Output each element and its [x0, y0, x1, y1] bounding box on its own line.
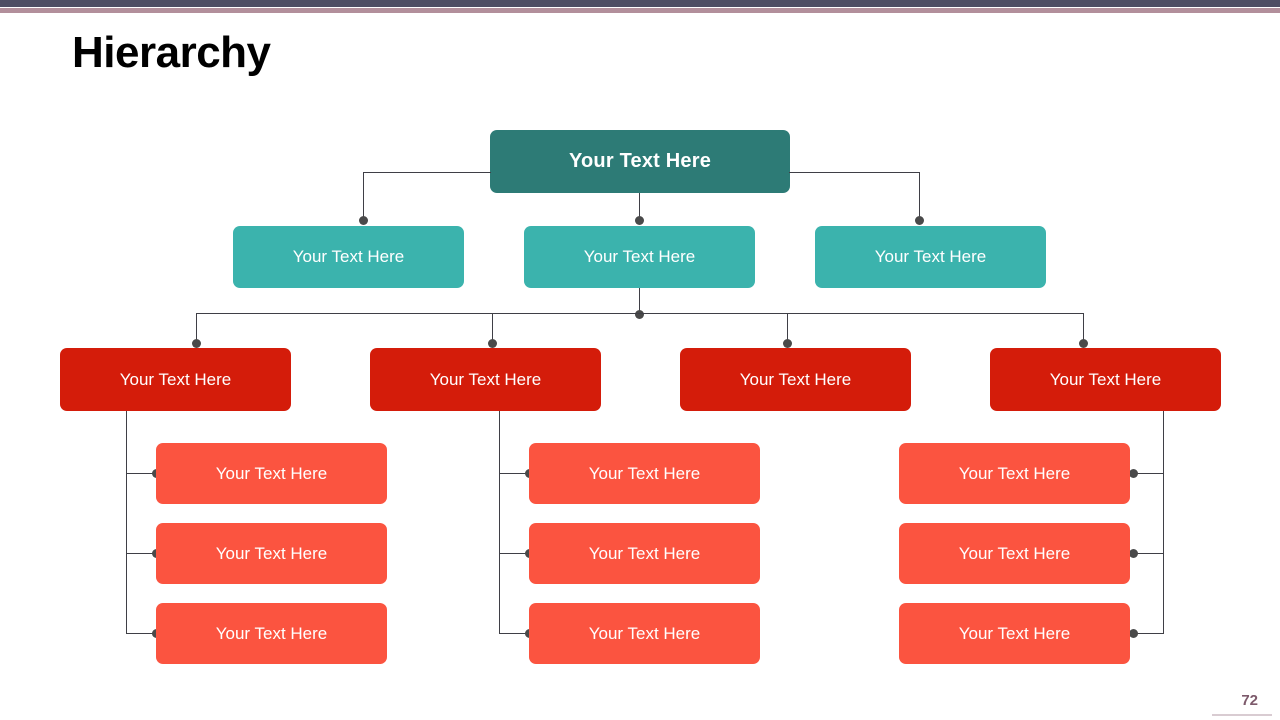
connector-level2-drop: [639, 288, 640, 315]
connector-dot-level3-1: [192, 339, 201, 348]
page-title: Hierarchy: [72, 28, 271, 77]
connector-column1-stub-2: [126, 553, 156, 554]
node-root[interactable]: Your Text Here: [490, 130, 790, 193]
node-level2-3[interactable]: Your Text Here: [815, 226, 1046, 288]
connector-level3-drop-3: [787, 313, 788, 343]
node-level4-c3-1[interactable]: Your Text Here: [899, 443, 1130, 504]
connector-root-right-vertical: [919, 172, 920, 220]
node-level4-c2-2[interactable]: Your Text Here: [529, 523, 760, 584]
connector-dot-column3-1: [1129, 469, 1138, 478]
connector-dot-column3-3: [1129, 629, 1138, 638]
top-bar-dark: [0, 0, 1280, 7]
node-level3-4[interactable]: Your Text Here: [990, 348, 1221, 411]
node-level3-2[interactable]: Your Text Here: [370, 348, 601, 411]
connector-root-right-horizontal: [789, 172, 920, 173]
connector-column1-stub-1: [126, 473, 156, 474]
connector-dot-level3-3: [783, 339, 792, 348]
node-level4-c3-2[interactable]: Your Text Here: [899, 523, 1130, 584]
connector-column1-stub-3: [126, 633, 156, 634]
connector-column3-stub-1: [1133, 473, 1164, 474]
node-level3-3[interactable]: Your Text Here: [680, 348, 911, 411]
node-level4-c3-3[interactable]: Your Text Here: [899, 603, 1130, 664]
connector-level3-drop-2: [492, 313, 493, 343]
connector-dot-level2-1: [359, 216, 368, 225]
connector-column3-stub-3: [1133, 633, 1164, 634]
connector-root-left-horizontal: [363, 172, 491, 173]
node-level2-2[interactable]: Your Text Here: [524, 226, 755, 288]
connector-column2-stub-1: [499, 473, 529, 474]
page-number-rule: [1212, 714, 1272, 716]
node-level4-c1-1[interactable]: Your Text Here: [156, 443, 387, 504]
connector-column2-spine: [499, 411, 500, 633]
connector-dot-column3-2: [1129, 549, 1138, 558]
connector-dot-level3-4: [1079, 339, 1088, 348]
connector-column2-stub-3: [499, 633, 529, 634]
connector-column1-spine: [126, 411, 127, 633]
connector-dot-level2-2: [635, 216, 644, 225]
connector-root-center-vertical: [639, 193, 640, 220]
node-level3-1[interactable]: Your Text Here: [60, 348, 291, 411]
connector-column2-stub-2: [499, 553, 529, 554]
node-level2-1[interactable]: Your Text Here: [233, 226, 464, 288]
connector-dot-level3-2: [488, 339, 497, 348]
connector-level3-bus: [196, 313, 1084, 314]
node-level4-c1-3[interactable]: Your Text Here: [156, 603, 387, 664]
node-level4-c2-3[interactable]: Your Text Here: [529, 603, 760, 664]
connector-column3-spine: [1163, 411, 1164, 633]
connector-level3-drop-4: [1083, 313, 1084, 343]
connector-level3-drop-1: [196, 313, 197, 343]
connector-root-left-vertical: [363, 172, 364, 220]
connector-dot-level2-3: [915, 216, 924, 225]
node-level4-c2-1[interactable]: Your Text Here: [529, 443, 760, 504]
node-level4-c1-2[interactable]: Your Text Here: [156, 523, 387, 584]
page-number: 72: [1241, 692, 1258, 709]
connector-dot-bus-center: [635, 310, 644, 319]
connector-column3-stub-2: [1133, 553, 1164, 554]
top-bar-mauve: [0, 8, 1280, 13]
